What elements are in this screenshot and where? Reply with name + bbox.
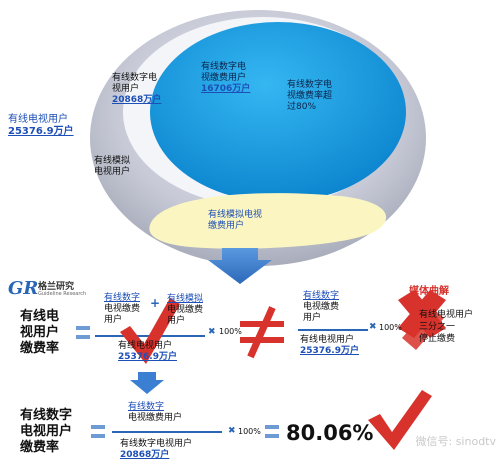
- digital-paying-label: 有线数字电 视缴费用户 16706万户: [201, 62, 261, 95]
- red-x-mark: [398, 290, 446, 350]
- formula3-num-title: 有线数字: [128, 402, 165, 412]
- formula1-plus: +: [150, 296, 161, 310]
- formula1-num-b-sub: 电视缴费 用户: [167, 305, 204, 326]
- rate-note: 有线数字电 视缴费率超 过80%: [287, 80, 333, 112]
- red-check-mark-1: [120, 298, 180, 364]
- logo-title: 格兰研究: [38, 282, 75, 292]
- formula1-den-value: 25376.9万户: [118, 352, 177, 362]
- formula2-num: 有线数字 电视缴费 用户: [303, 291, 373, 324]
- formula1-num-a-sub: 电视缴费 用户: [104, 304, 141, 325]
- digital-users-label-text: 有线数字电 视用户: [112, 73, 158, 94]
- digital-paying-ellipse: [150, 22, 406, 202]
- digital-paying-value: 16706万户: [201, 84, 251, 94]
- formula1-equals-sign-lower: [76, 335, 90, 339]
- formula3-label: 有线数字 电视用户 缴费率: [20, 408, 73, 455]
- analog-paying-shape: [149, 193, 387, 249]
- media-title: 媒体曲解: [409, 286, 449, 297]
- digital-users-label: 有线数字电 视用户 20868万户: [112, 73, 172, 106]
- formula2-num-sub: 电视缴费 用户: [303, 302, 340, 323]
- total-users-label-text: 有线电视用户: [8, 114, 68, 125]
- formula1-equals-sign: [76, 326, 90, 330]
- analog-users-label: 有线模拟 电视用户: [94, 156, 131, 177]
- media-text: 有线电视用户 三分之一 停止缴费: [419, 310, 474, 344]
- not-equal-sign: [240, 306, 284, 359]
- digital-users-value: 20868万户: [112, 95, 162, 105]
- down-arrow-large: [208, 248, 272, 284]
- formula1-den: 有线电视用户 25376.9万户: [118, 341, 198, 363]
- formula3-num: 有线数字 电视缴费用户: [128, 402, 218, 424]
- formula3-den-label: 有线数字电视用户: [120, 439, 193, 449]
- formula3-equals-sign: [91, 425, 105, 429]
- formula1-num-b: 有线模拟 电视缴费 用户: [167, 294, 227, 327]
- formula3-result-equals: [265, 425, 279, 429]
- formula2-den-label: 有线电视用户: [300, 335, 355, 345]
- formula3-pct: 100%: [238, 427, 261, 436]
- total-users-value: 25376.9万户: [8, 126, 74, 137]
- formula3-result: 80.06%: [286, 421, 374, 445]
- formula1-num-a: 有线数字 电视缴费 用户: [104, 293, 174, 326]
- formula3-den: 有线数字电视用户 20868万户: [120, 439, 220, 461]
- analog-paying-label: 有线模拟电视 缴费用户: [208, 210, 263, 231]
- formula2-den-value: 25376.9万户: [300, 346, 359, 356]
- formula1-num-a-title: 有线数字: [104, 293, 141, 303]
- formula1-times: ✖: [208, 327, 216, 337]
- formula2-pct: 100%: [379, 323, 402, 332]
- formula3-equals-sign-lower: [91, 434, 105, 438]
- logo: GR 格兰研究 Guideline Research: [8, 278, 108, 302]
- formula3-result-equals-lower: [265, 434, 279, 438]
- formula2-times: ✖: [369, 322, 377, 332]
- down-arrow-small: [130, 372, 164, 394]
- formula3-num-sub: 电视缴费用户: [128, 413, 183, 423]
- formula3-times: ✖: [228, 426, 236, 436]
- digital-paying-label-text: 有线数字电 视缴费用户: [201, 62, 247, 83]
- formula2-den: 有线电视用户 25376.9万户: [300, 335, 380, 357]
- formula1-pct: 100%: [219, 327, 242, 336]
- logo-mark: GR: [8, 278, 39, 299]
- logo-subtitle: Guideline Research: [38, 291, 87, 297]
- formula1-label: 有线电 视用户 缴费率: [20, 309, 60, 356]
- formula3-den-value: 20868万户: [120, 450, 170, 460]
- red-check-mark-2: [368, 390, 432, 450]
- formula1-den-label: 有线电视用户: [118, 341, 173, 351]
- formula1-num-b-title: 有线模拟: [167, 294, 204, 304]
- formula2-num-title: 有线数字: [303, 291, 340, 301]
- watermark: 微信号: sinodtv: [415, 435, 497, 448]
- total-users-label: 有线电视用户 25376.9万户: [8, 114, 88, 138]
